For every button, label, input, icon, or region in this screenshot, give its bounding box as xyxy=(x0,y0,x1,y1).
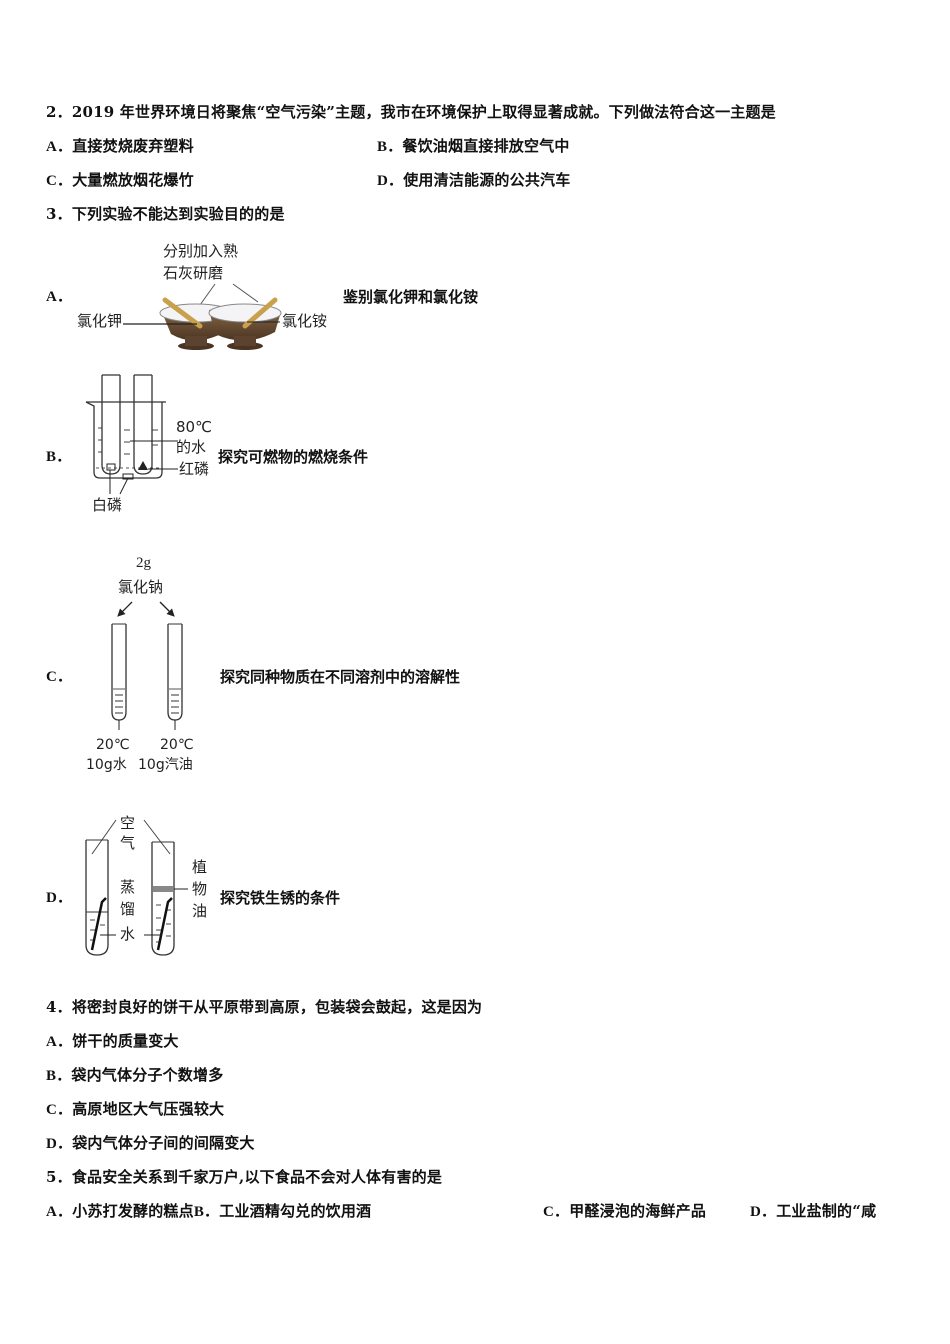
option-text: 袋内气体分子间的间隔变大 xyxy=(72,1134,255,1152)
fig-label: 氯化钠 xyxy=(118,578,164,596)
fig-label: 气 xyxy=(120,834,136,852)
option-label: C． xyxy=(543,1204,570,1220)
option-label: B． xyxy=(46,1068,72,1084)
q5-stem: 5．食品安全关系到千家万户,以下食品不会对人体有害的是 xyxy=(46,1168,443,1186)
fig-label: 80℃ xyxy=(176,418,212,436)
q4-option-b: B．袋内气体分子个数增多 xyxy=(46,1065,223,1086)
combustion-figure: 80℃ 的水 红磷 白磷 xyxy=(80,370,220,518)
option-label: A． xyxy=(46,1204,73,1220)
option-label: C． xyxy=(46,173,73,189)
fig-label: 氯化铵 xyxy=(282,312,328,330)
fig-label: 2g xyxy=(136,555,151,571)
option-text: 高原地区大气压强较大 xyxy=(72,1100,225,1118)
q4-option-a: A．饼干的质量变大 xyxy=(46,1031,179,1052)
q2-option-a: A．直接焚烧废弃塑料 xyxy=(46,136,194,157)
option-text: 工业酒精勾兑的饮用酒 xyxy=(219,1202,372,1220)
fig-label: 蒸 xyxy=(120,878,136,896)
q3-option-d-text: 探究铁生锈的条件 xyxy=(220,889,341,907)
q3-option-c-label: C． xyxy=(46,669,73,685)
fig-label: 分别加入熟 xyxy=(163,242,239,260)
option-text: 袋内气体分子个数增多 xyxy=(71,1066,224,1084)
option-text: 工业盐制的“咸 xyxy=(776,1202,877,1220)
option-text: 餐饮油烟直接排放空气中 xyxy=(402,137,570,155)
q3-option-a-label: A． xyxy=(46,289,73,305)
test-tubes-nail-icon xyxy=(85,819,188,956)
mortar-and-pestle-icon xyxy=(123,283,282,350)
fig-label: 馏 xyxy=(120,900,136,918)
q2-option-d: D．使用清洁能源的公共汽车 xyxy=(377,170,570,191)
q3-option-b-label: B． xyxy=(46,449,72,465)
fig-label: 氯化钾 xyxy=(77,312,123,330)
q4-option-d: D．袋内气体分子间的间隔变大 xyxy=(46,1133,255,1154)
fig-label: 物 xyxy=(192,880,208,898)
beaker-test-tubes-icon xyxy=(85,374,178,495)
q2-stem: 2．2019 年世界环境日将聚焦“空气污染”主题，我市在环境保护上取得显著成就。… xyxy=(46,103,776,121)
q5-option-ab: A．小苏打发酵的糕点B．工业酒精勾兑的饮用酒 xyxy=(46,1201,371,1222)
fig-label: 10g水 xyxy=(86,757,127,773)
fig-label: 白磷 xyxy=(92,496,123,514)
q2-option-b: B．餐饮油烟直接排放空气中 xyxy=(377,136,570,157)
fig-label: 石灰研磨 xyxy=(163,264,224,282)
option-label: B． xyxy=(193,1204,220,1220)
solubility-figure: 2g 氯化钠 20℃ 10g水 20℃ 10g汽油 xyxy=(80,552,220,777)
q3-option-b-text: 探究可燃物的燃烧条件 xyxy=(218,448,369,466)
option-text: 饼干的质量变大 xyxy=(72,1032,179,1050)
option-text: 使用清洁能源的公共汽车 xyxy=(403,171,571,189)
option-label: A． xyxy=(46,139,73,155)
fig-label: 植 xyxy=(192,858,208,876)
fig-label: 空 xyxy=(120,814,136,832)
fig-label: 油 xyxy=(192,902,208,920)
option-text: 小苏打发酵的糕点 xyxy=(72,1202,194,1220)
q5-option-c: C．甲醛浸泡的海鲜产品 xyxy=(543,1201,706,1222)
q4-stem: 4．将密封良好的饼干从平原带到高原，包装袋会鼓起，这是因为 xyxy=(46,998,483,1016)
q4-option-c: C．高原地区大气压强较大 xyxy=(46,1099,224,1120)
option-text: 直接焚烧废弃塑料 xyxy=(72,137,194,155)
fig-label: 10g汽油 xyxy=(138,757,193,773)
option-label: D． xyxy=(750,1204,777,1220)
q5-option-d: D．工业盐制的“咸 xyxy=(750,1201,876,1222)
fig-label: 20℃ xyxy=(96,737,130,753)
q2-option-c: C．大量燃放烟花爆竹 xyxy=(46,170,194,191)
fig-label: 水 xyxy=(120,925,136,943)
q3-option-d-label: D． xyxy=(46,890,73,906)
fig-label: 20℃ xyxy=(160,737,194,753)
fig-label: 红磷 xyxy=(179,460,210,478)
option-label: D． xyxy=(377,173,404,189)
option-label: A． xyxy=(46,1034,73,1050)
option-label: B． xyxy=(377,139,403,155)
option-text: 大量燃放烟花爆竹 xyxy=(72,171,194,189)
option-text: 甲醛浸泡的海鲜产品 xyxy=(569,1202,707,1220)
rust-figure: 空 气 蒸 馏 水 植 物 油 xyxy=(80,810,220,960)
mortar-figure: 分别加入熟 石灰研磨 氯化钾 氯化铵 xyxy=(75,240,345,355)
q3-stem: 3．下列实验不能达到实验目的的是 xyxy=(46,205,285,223)
q3-option-a-text: 鉴别氯化钾和氯化铵 xyxy=(343,288,479,306)
q3-option-c-text: 探究同种物质在不同溶剂中的溶解性 xyxy=(220,668,461,686)
fig-label: 的水 xyxy=(176,438,207,456)
option-label: C． xyxy=(46,1102,73,1118)
option-label: D． xyxy=(46,1136,73,1152)
test-tubes-icon xyxy=(111,601,183,730)
